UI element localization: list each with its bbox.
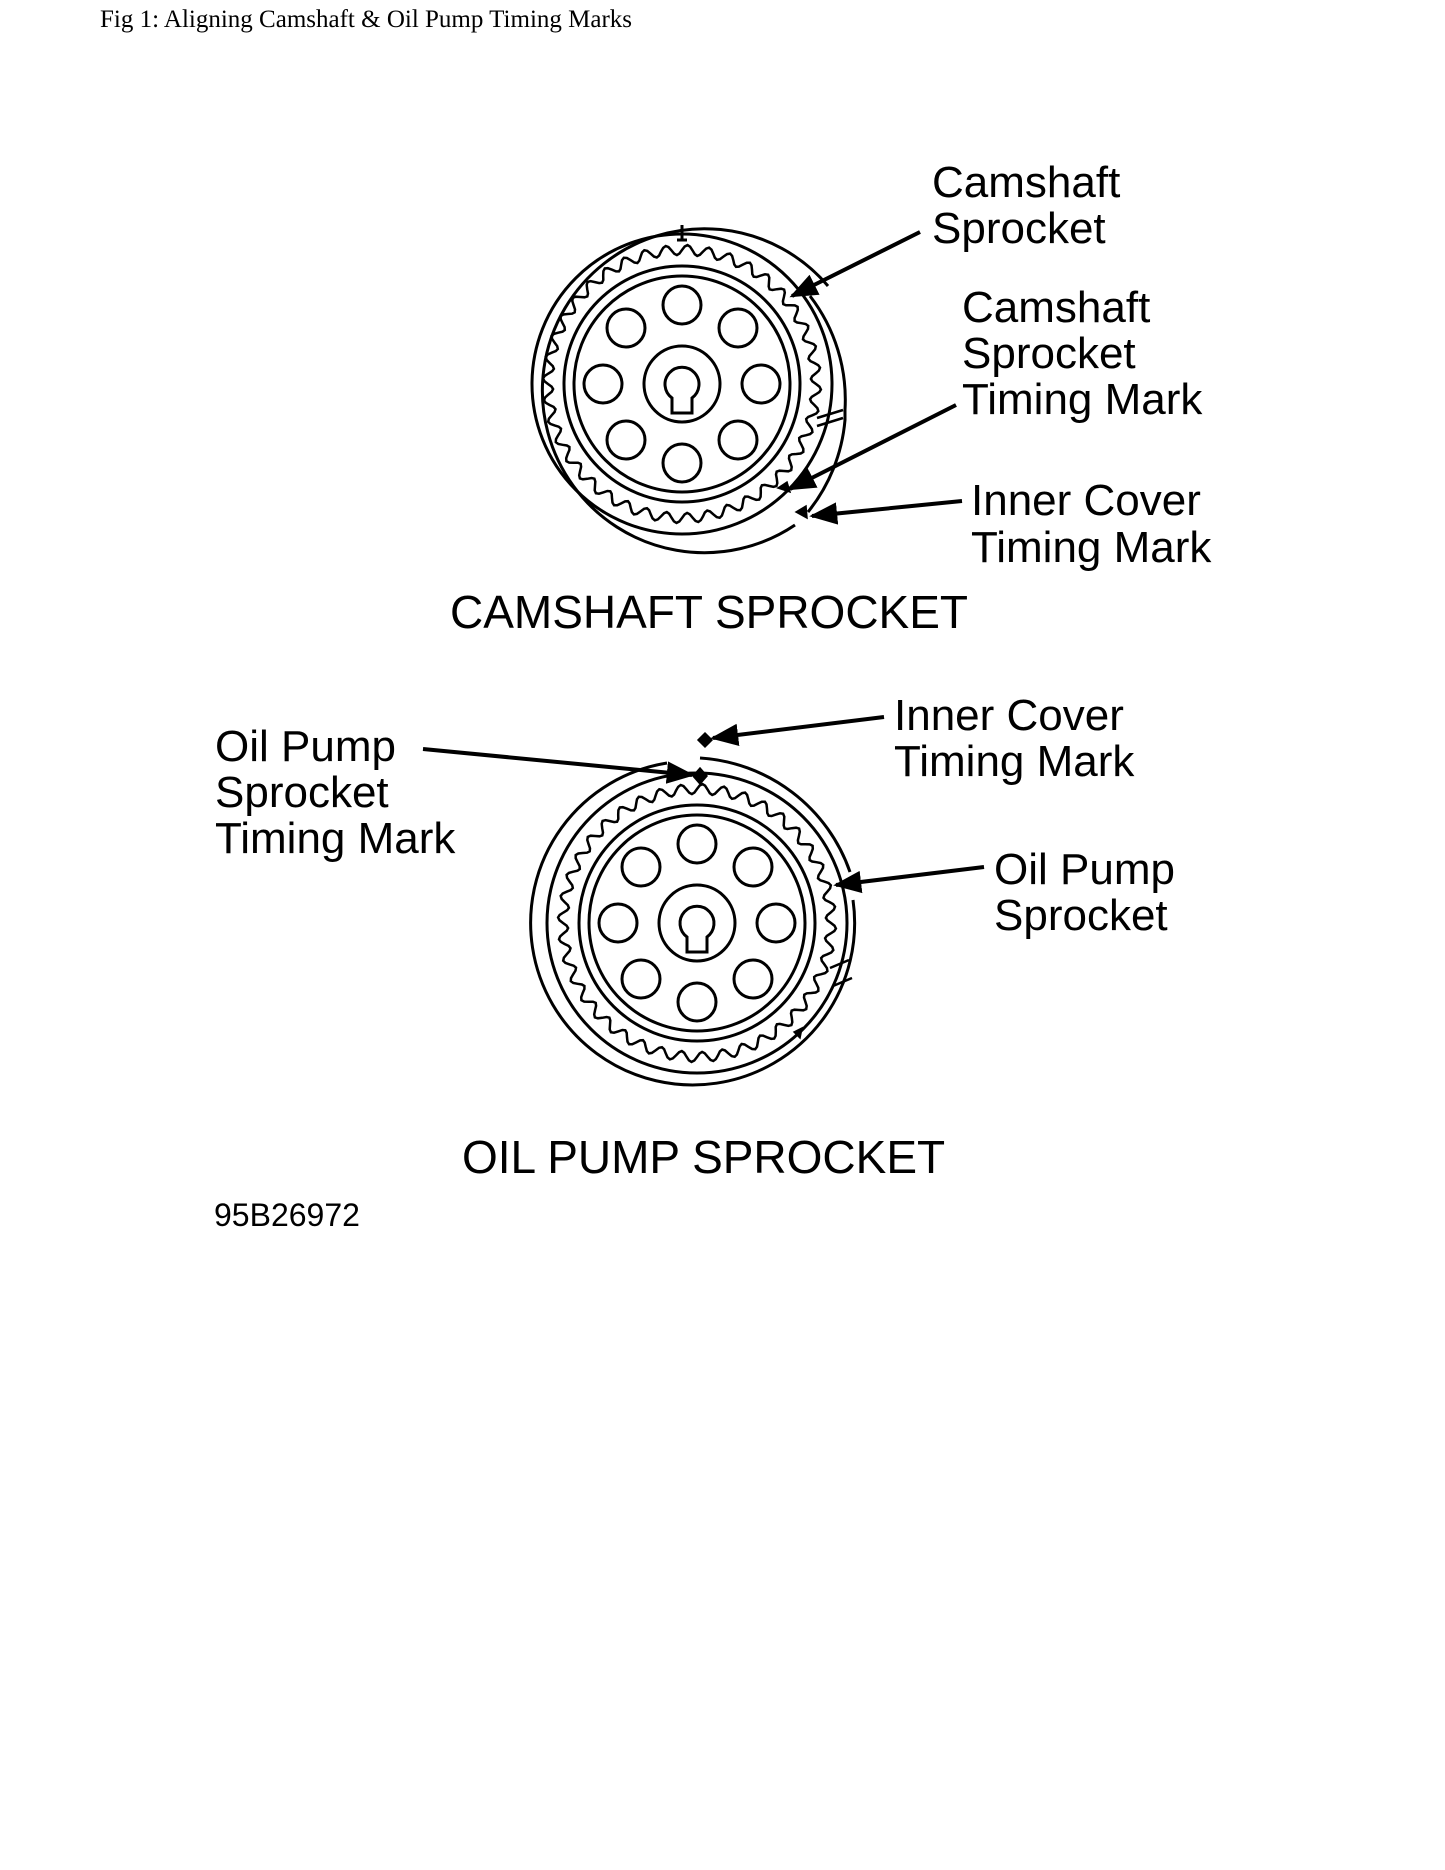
oil-pump-sprocket-leader	[833, 865, 985, 894]
camshaft-sprocket-label: Camshaft Sprocket	[932, 158, 1133, 253]
oil-pump-sprocket-timing-mark-label: Oil Pump Sprocket Timing Mark	[215, 722, 456, 863]
camshaft-inner-cover-outline	[540, 227, 830, 555]
oil-pump-sprocket-label: Oil Pump Sprocket	[994, 845, 1187, 940]
camshaft-sprocket-timing-mark-label: Camshaft Sprocket Timing Mark	[962, 283, 1203, 424]
oil-pump-sprocket-drawing	[529, 731, 857, 1087]
camshaft-inner-cover-timing-mark	[794, 504, 808, 520]
oil-pump-sprocket-title: OIL PUMP SPROCKET	[462, 1131, 945, 1183]
camshaft-sprocket-leader	[789, 230, 921, 298]
camshaft-cover-mark-leader	[809, 499, 963, 525]
oil-pump-inner-cover-timing-mark	[696, 731, 714, 749]
figure-caption: Fig 1: Aligning Camshaft & Oil Pump Timi…	[100, 6, 633, 33]
oil-pump-sprocket-mark-leader	[422, 747, 695, 784]
oil-pump-cover-mark-leader	[710, 715, 885, 747]
camshaft-sprocket-timing-mark	[776, 480, 792, 494]
oil-pump-inner-cover-outline-right	[699, 756, 852, 873]
oil-pump-sprocket-timing-mark	[692, 766, 708, 786]
camshaft-sprocket-teeth	[541, 243, 823, 525]
figure-code: 95B26972	[214, 1197, 360, 1233]
camshaft-sprocket-mark-leader	[787, 403, 957, 491]
oil-pump-sprocket-teeth	[556, 782, 838, 1064]
camshaft-sprocket-drawing	[530, 225, 847, 555]
oil-pump-inner-cover-outline	[529, 761, 857, 1087]
oil-pump-inner-cover-timing-mark-label: Inner Cover Timing Mark	[894, 691, 1136, 786]
camshaft-inner-cover-timing-mark-label: Inner Cover Timing Mark	[971, 476, 1213, 572]
camshaft-inner-cover-outline-right	[806, 295, 847, 513]
camshaft-sprocket-title: CAMSHAFT SPROCKET	[450, 586, 968, 638]
